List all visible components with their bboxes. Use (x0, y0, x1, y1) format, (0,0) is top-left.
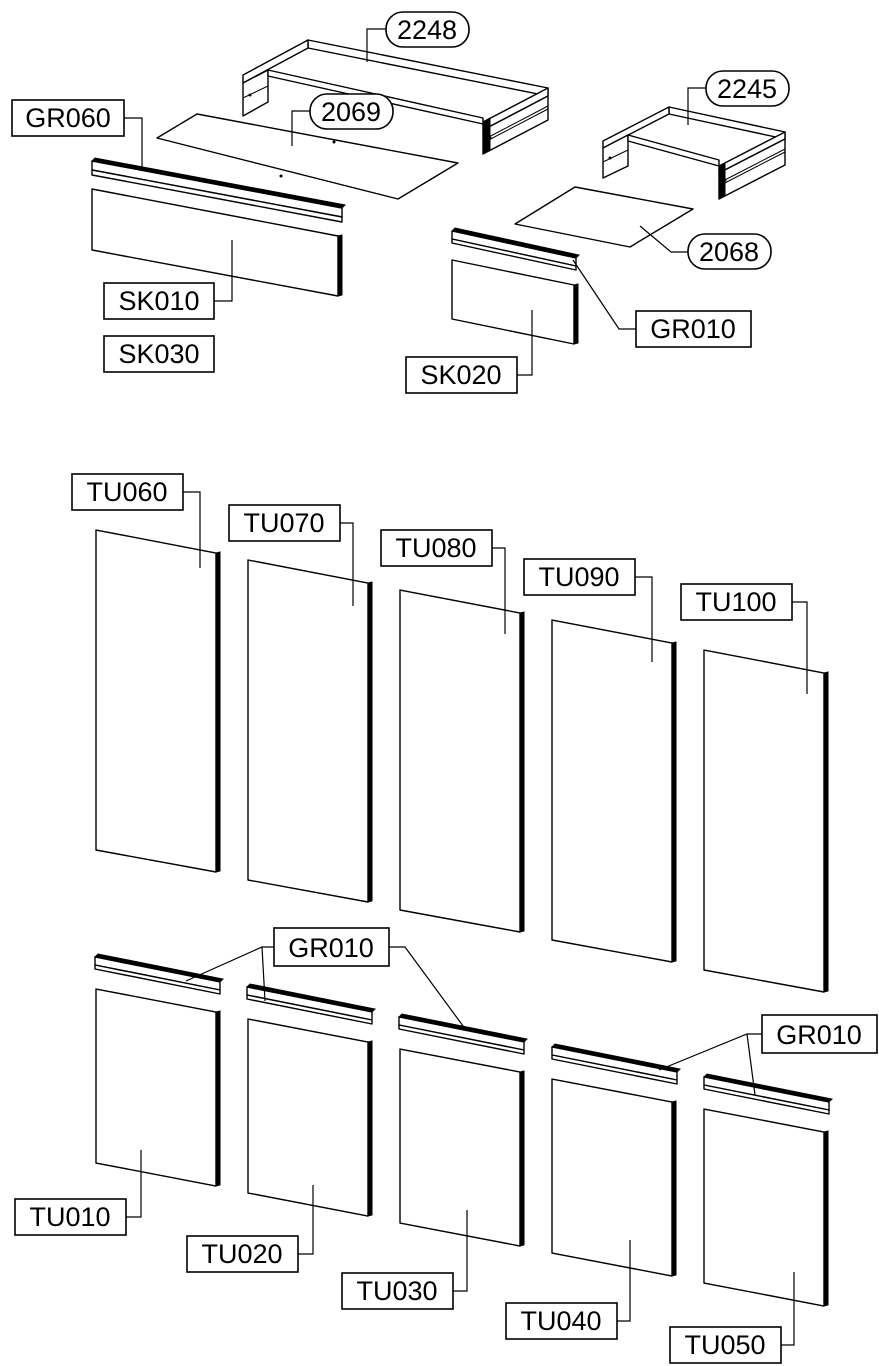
callout-tu040: TU040 (505, 1240, 631, 1340)
door-tu050 (703, 1108, 829, 1307)
door-tu020 (247, 1018, 373, 1217)
callout-gr010-right: GR010 (658, 1014, 878, 1096)
callout-tu020: TU020 (186, 1185, 314, 1273)
label-sk020: SK020 (420, 360, 501, 390)
label-tu040: TU040 (520, 1306, 601, 1336)
door-tu090 (551, 619, 677, 963)
label-2245: 2245 (717, 74, 777, 104)
handle-rail-gr010-5 (702, 1073, 834, 1115)
callout-tu090: TU090 (523, 558, 653, 662)
callout-sk030: SK030 (103, 335, 215, 373)
callout-sk010: SK010 (103, 240, 233, 320)
callout-tu100: TU100 (680, 583, 808, 694)
door-tu070 (247, 559, 373, 903)
callout-gr010-top: GR010 (572, 259, 752, 348)
bottom-panel-2069 (156, 113, 459, 200)
label-tu080: TU080 (395, 533, 476, 563)
door-tu010 (95, 988, 221, 1187)
label-gr010-mid: GR010 (288, 933, 374, 963)
door-tu060 (95, 529, 221, 873)
label-2068: 2068 (699, 237, 759, 267)
callout-gr060: GR060 (11, 99, 143, 170)
bottom-panel-2068 (514, 186, 694, 248)
handle-rail-gr010-top (450, 227, 581, 271)
label-tu010: TU010 (29, 1202, 110, 1232)
label-gr010-top: GR010 (650, 314, 736, 344)
door-tu080 (399, 589, 525, 933)
label-gr010-right: GR010 (776, 1020, 862, 1050)
callout-sk020: SK020 (405, 310, 533, 394)
callout-tu010: TU010 (14, 1150, 142, 1236)
callout-2068: 2068 (639, 225, 772, 270)
drawer-frame-2245 (602, 106, 786, 200)
callout-gr010-mid: GR010 (185, 927, 467, 1031)
label-sk010: SK010 (118, 286, 199, 316)
callout-2069: 2069 (291, 93, 394, 146)
short-doors (93, 953, 834, 1307)
label-gr060: GR060 (25, 103, 111, 133)
label-tu050: TU050 (684, 1330, 765, 1360)
handle-rail-gr010-2 (245, 983, 377, 1025)
callout-2248: 2248 (366, 11, 470, 62)
label-2248: 2248 (397, 15, 457, 45)
handle-rail-gr060 (90, 157, 347, 223)
callout-2245: 2245 (687, 70, 790, 125)
callout-tu080: TU080 (380, 529, 506, 634)
callout-tu070: TU070 (228, 504, 354, 606)
label-tu030: TU030 (356, 1276, 437, 1306)
label-tu070: TU070 (243, 508, 324, 538)
label-sk030: SK030 (118, 339, 199, 369)
label-2069: 2069 (321, 97, 381, 127)
front-panel-sk020 (451, 259, 579, 345)
callout-tu030: TU030 (341, 1210, 468, 1310)
callout-tu060: TU060 (71, 473, 201, 568)
handle-rail-gr010-4 (550, 1043, 682, 1085)
handle-rail-gr010-1 (93, 953, 225, 995)
handle-rail-gr010-3 (397, 1013, 529, 1055)
label-tu060: TU060 (86, 477, 167, 507)
callout-tu050: TU050 (669, 1272, 795, 1364)
tall-doors (95, 529, 829, 993)
door-tu100 (703, 649, 829, 993)
front-panel-sk010 (91, 188, 343, 297)
door-tu030 (399, 1048, 525, 1247)
label-tu100: TU100 (695, 587, 776, 617)
label-tu090: TU090 (538, 562, 619, 592)
door-tu040 (551, 1078, 677, 1277)
label-tu020: TU020 (201, 1239, 282, 1269)
